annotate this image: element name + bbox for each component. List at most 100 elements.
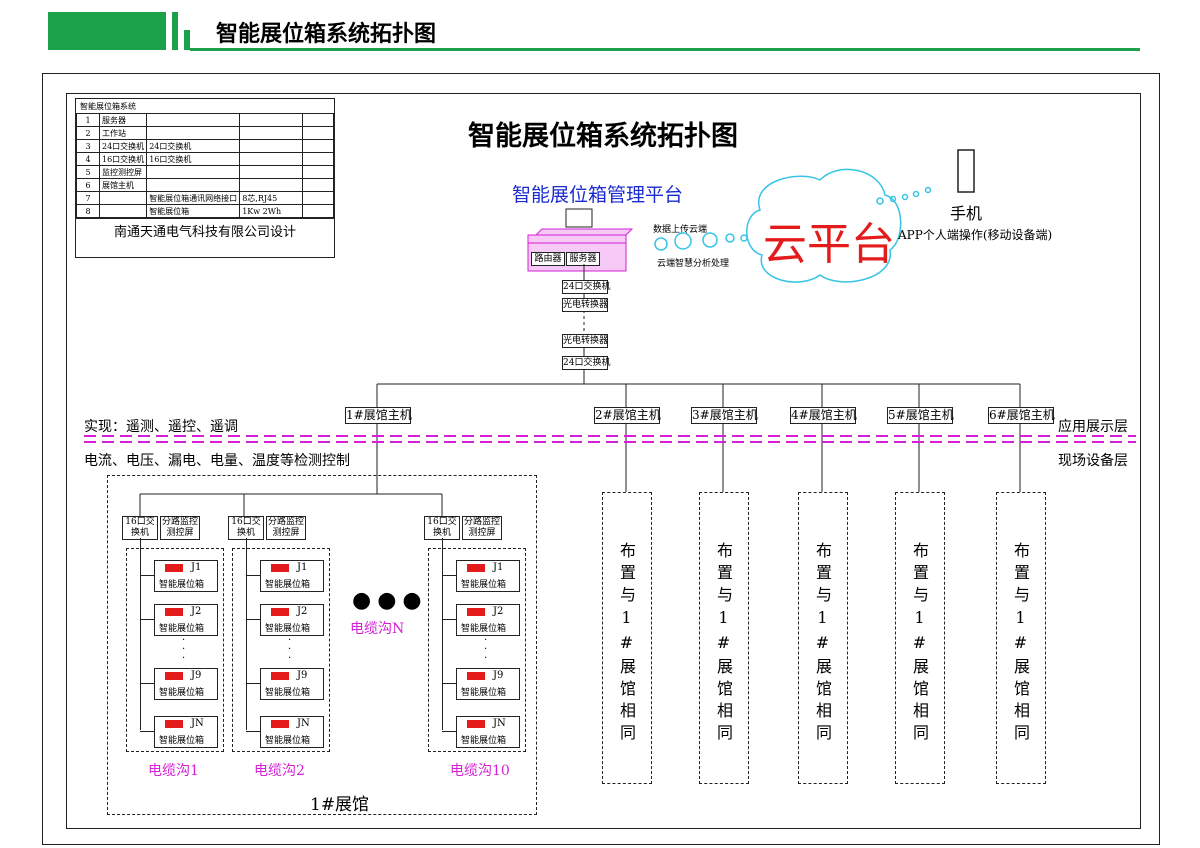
left-bottom-text: 电流、电压、漏电、电量、温度等检测控制 bbox=[84, 453, 350, 469]
trench-line bbox=[246, 538, 247, 730]
left-top-text: 实现：遥测、遥控、遥调 bbox=[84, 419, 238, 435]
box-label: 智能展位箱 bbox=[265, 736, 311, 746]
upload-label: 数据上传云端 bbox=[653, 225, 708, 235]
same-layout-text: 布置与1#展馆相同 bbox=[813, 542, 832, 746]
same-layout-column bbox=[602, 492, 652, 784]
box-label: 智能展位箱 bbox=[461, 624, 507, 634]
box-id: JN bbox=[191, 718, 204, 729]
vertical-dots: ··· bbox=[484, 635, 488, 664]
vertical-dots: ··· bbox=[288, 635, 292, 664]
hall-host-3: 3#展馆主机 bbox=[691, 407, 758, 424]
hall-host-2: 2#展馆主机 bbox=[594, 407, 661, 424]
trench-line bbox=[140, 538, 141, 730]
layer-top-label: 应用展示层 bbox=[1058, 419, 1128, 435]
branch-line bbox=[442, 683, 456, 684]
box-id: JN bbox=[297, 718, 310, 729]
box-label: 智能展位箱 bbox=[159, 688, 205, 698]
box-icon bbox=[467, 672, 485, 680]
smart-box: J2 智能展位箱 bbox=[260, 604, 324, 636]
box-icon bbox=[165, 720, 183, 728]
box-icon bbox=[271, 720, 289, 728]
box-id: J2 bbox=[191, 606, 202, 617]
converter-top: 光电转换器 bbox=[562, 298, 609, 312]
cloud-platform-label: 云平台 bbox=[763, 219, 895, 270]
header-underline bbox=[190, 48, 1140, 51]
header-title: 智能展位箱系统拓扑图 bbox=[216, 22, 437, 47]
hall-host-1: 1#展馆主机 bbox=[345, 407, 412, 424]
box-label: 智能展位箱 bbox=[265, 688, 311, 698]
same-layout-text: 布置与1#展馆相同 bbox=[714, 542, 733, 746]
same-layout-text: 布置与1#展馆相同 bbox=[617, 542, 636, 746]
switch16-box: 16口交换机 bbox=[122, 516, 158, 540]
switch24-top: 24口交换机 bbox=[562, 280, 611, 294]
server-box: 服务器 bbox=[566, 252, 600, 266]
trench-frame bbox=[126, 548, 224, 752]
trench-label: 电缆沟1 bbox=[148, 763, 199, 779]
platform-title: 智能展位箱管理平台 bbox=[512, 184, 684, 206]
box-id: J1 bbox=[297, 562, 308, 573]
switch16-box: 16口交换机 bbox=[424, 516, 460, 540]
outer-frame bbox=[42, 73, 1160, 845]
box-label: 智能展位箱 bbox=[159, 580, 205, 590]
trench-label: 电缆沟10 bbox=[450, 763, 510, 779]
branch-line bbox=[140, 731, 154, 732]
smart-box: JN 智能展位箱 bbox=[154, 716, 218, 748]
box-label: 智能展位箱 bbox=[265, 580, 311, 590]
box-icon bbox=[467, 608, 485, 616]
box-id: J9 bbox=[493, 670, 504, 681]
box-id: J2 bbox=[297, 606, 308, 617]
same-layout-column bbox=[895, 492, 945, 784]
box-id: J1 bbox=[493, 562, 504, 573]
box-icon bbox=[165, 672, 183, 680]
smart-box: J2 智能展位箱 bbox=[154, 604, 218, 636]
box-icon bbox=[467, 720, 485, 728]
trench-n-label: 电缆沟N bbox=[350, 621, 405, 637]
header-bar-stripe-short bbox=[184, 30, 190, 50]
box-label: 智能展位箱 bbox=[159, 624, 205, 634]
branch-line bbox=[140, 575, 154, 576]
branch-line bbox=[246, 619, 260, 620]
box-icon bbox=[467, 564, 485, 572]
phone-icon bbox=[957, 149, 975, 193]
branch-line bbox=[140, 619, 154, 620]
box-id: J9 bbox=[191, 670, 202, 681]
branch-line bbox=[246, 575, 260, 576]
inner-frame bbox=[66, 93, 1141, 829]
same-layout-column bbox=[699, 492, 749, 784]
smart-box: J1 智能展位箱 bbox=[260, 560, 324, 592]
same-layout-text: 布置与1#展馆相同 bbox=[910, 542, 929, 746]
same-layout-column bbox=[798, 492, 848, 784]
converter-bottom: 光电转换器 bbox=[562, 334, 609, 348]
box-label: 智能展位箱 bbox=[461, 580, 507, 590]
hall-host-4: 4#展馆主机 bbox=[790, 407, 857, 424]
box-label: 智能展位箱 bbox=[159, 736, 205, 746]
trench-frame bbox=[232, 548, 330, 752]
diagram-title: 智能展位箱系统拓扑图 bbox=[468, 121, 738, 152]
box-id: JN bbox=[493, 718, 506, 729]
switch16-box: 16口交换机 bbox=[228, 516, 264, 540]
branch-line bbox=[246, 731, 260, 732]
header-bar-block bbox=[48, 12, 166, 50]
vertical-dots: ··· bbox=[182, 635, 186, 664]
app-label: APP个人端操作(移动设备端) bbox=[898, 228, 1053, 242]
smart-box: J9 智能展位箱 bbox=[154, 668, 218, 700]
switch24-bottom: 24口交换机 bbox=[562, 356, 611, 370]
branch-line bbox=[442, 619, 456, 620]
same-layout-text: 布置与1#展馆相同 bbox=[1011, 542, 1030, 746]
trench-label: 电缆沟2 bbox=[254, 763, 305, 779]
header-bar-stripe bbox=[172, 12, 178, 50]
box-label: 智能展位箱 bbox=[265, 624, 311, 634]
smart-box: JN 智能展位箱 bbox=[260, 716, 324, 748]
